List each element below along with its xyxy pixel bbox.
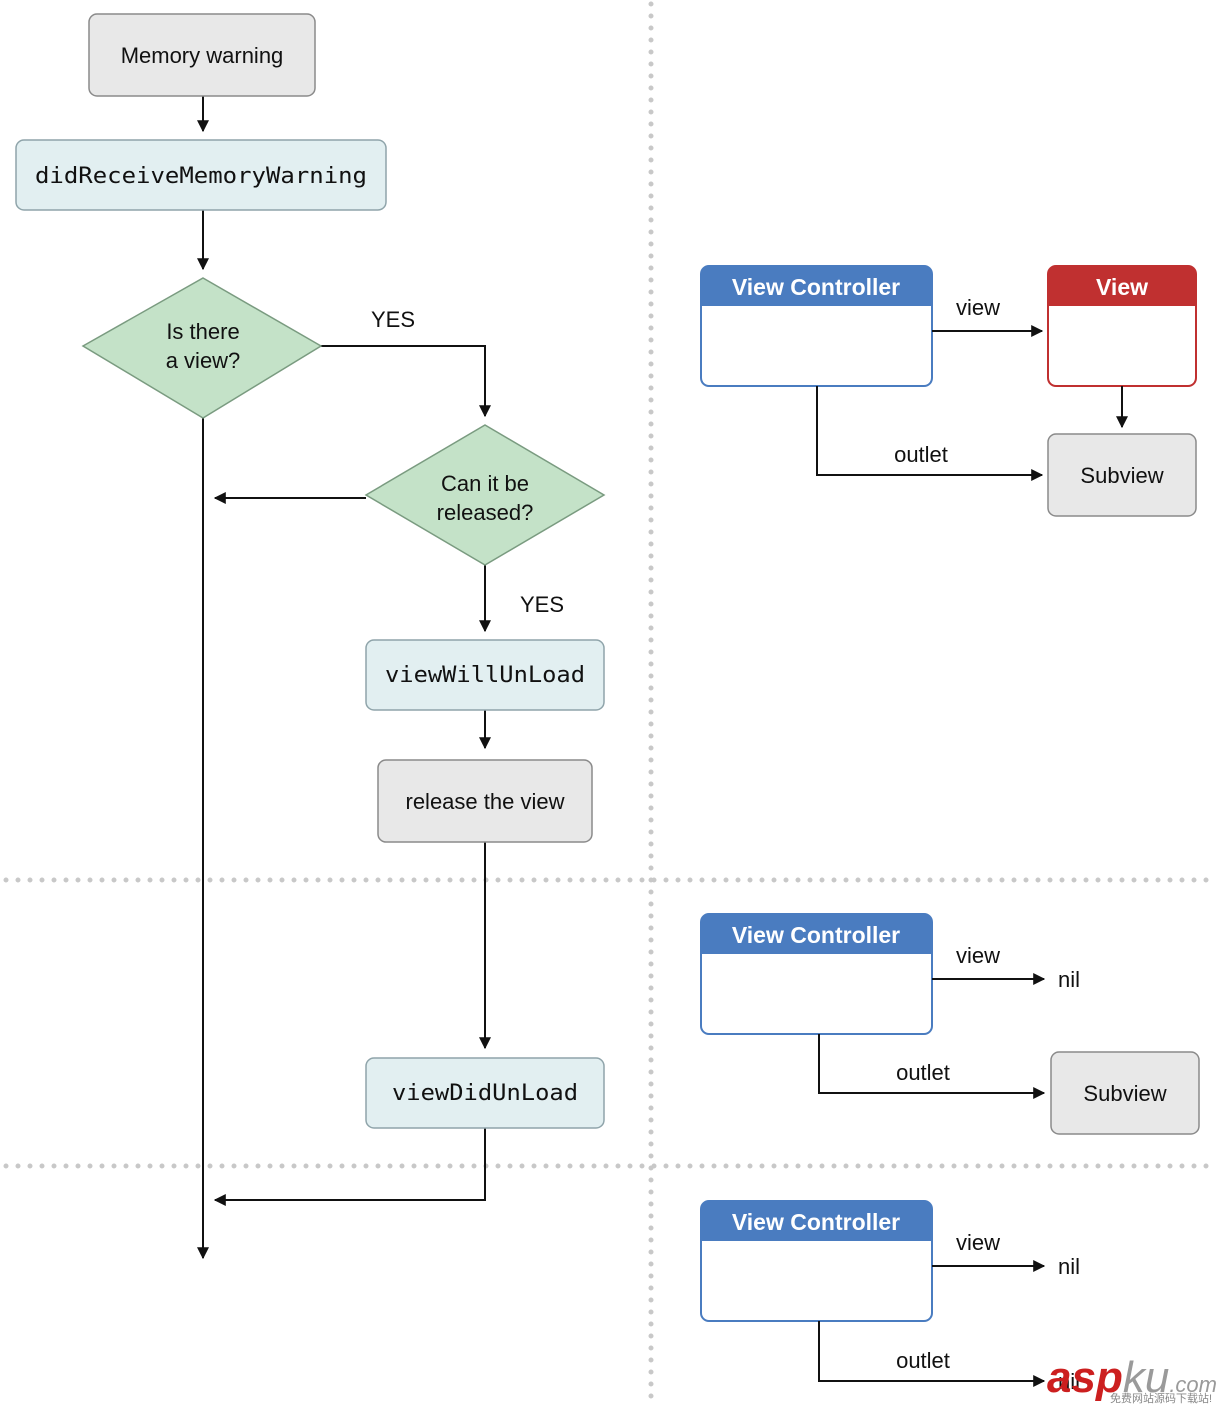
subview-box-2	[1050, 1051, 1200, 1135]
view-title: View	[1096, 274, 1148, 300]
view-edge-label-3: view	[956, 1230, 1000, 1255]
yes-label-1: YES	[371, 307, 415, 332]
release-the-view-box	[377, 759, 593, 843]
view-controller-title-1: View Controller	[732, 274, 900, 300]
watermark: aspku.com 免费网站源码下载站!	[1047, 1353, 1217, 1405]
subview-label-1: Subview	[1080, 463, 1163, 488]
view-controller-header-2	[701, 914, 932, 954]
is-there-a-view-decision	[81, 277, 323, 419]
view-controller-box-2	[700, 913, 933, 1035]
nil-label-view-2: nil	[1058, 967, 1080, 992]
memory-warning-box	[88, 13, 316, 97]
flowchart: Memory warning didReceiveMemoryWarning I…	[15, 13, 606, 1260]
view-controller-header-1	[701, 266, 932, 306]
view-will-unload-box	[365, 639, 605, 711]
outlet-edge-1	[816, 386, 1044, 481]
did-receive-memory-warning-label: didReceiveMemoryWarning	[35, 164, 367, 189]
yes-label-2: YES	[520, 592, 564, 617]
arrow-yes-to-release-decision	[321, 345, 491, 418]
can-release-label-line1: Can it be	[441, 471, 529, 496]
watermark-logo: aspku.com	[1047, 1353, 1217, 1402]
watermark-tagline: 免费网站源码下载站!	[1110, 1391, 1212, 1405]
outlet-edge-label-2: outlet	[896, 1060, 950, 1085]
outlet-edge-3	[818, 1321, 1046, 1387]
can-it-be-released-decision	[364, 424, 606, 566]
state-3-diagram: View Controller view nil outlet nil	[700, 1200, 1080, 1394]
view-controller-title-3: View Controller	[732, 1209, 900, 1235]
subview-box-1	[1047, 433, 1197, 517]
state-1-diagram: View Controller View Subview view outlet	[700, 265, 1197, 517]
state-2-diagram: View Controller view nil Subview outlet	[700, 913, 1200, 1135]
outlet-edge-label-1: outlet	[894, 442, 948, 467]
arrow-did-unload-to-main	[213, 1128, 486, 1206]
view-edge-label-1: view	[956, 295, 1000, 320]
watermark-brand-c: .com	[1169, 1372, 1217, 1397]
view-header	[1048, 266, 1196, 306]
is-there-label-line2: a view?	[166, 348, 241, 373]
view-controller-title-2: View Controller	[732, 922, 900, 948]
view-edge-label-2: view	[956, 943, 1000, 968]
memory-warning-label: Memory warning	[121, 43, 284, 68]
can-release-label-line2: released?	[437, 500, 534, 525]
did-receive-memory-warning-box	[15, 139, 387, 211]
view-will-unload-label: viewWillUnLoad	[385, 663, 585, 688]
watermark-brand-a: asp	[1047, 1353, 1123, 1402]
release-the-view-label: release the view	[406, 789, 565, 814]
subview-label-2: Subview	[1083, 1081, 1166, 1106]
nil-label-outlet-3: nil	[1058, 1369, 1080, 1394]
view-controller-header-3	[701, 1201, 932, 1241]
view-did-unload-box	[365, 1057, 605, 1129]
is-there-label-line1: Is there	[166, 319, 239, 344]
view-did-unload-label: viewDidUnLoad	[392, 1081, 578, 1106]
nil-label-view-3: nil	[1058, 1254, 1080, 1279]
watermark-brand-b: ku	[1123, 1353, 1169, 1402]
outlet-edge-2	[818, 1034, 1046, 1099]
outlet-edge-label-3: outlet	[896, 1348, 950, 1373]
view-controller-box-3	[700, 1200, 933, 1322]
